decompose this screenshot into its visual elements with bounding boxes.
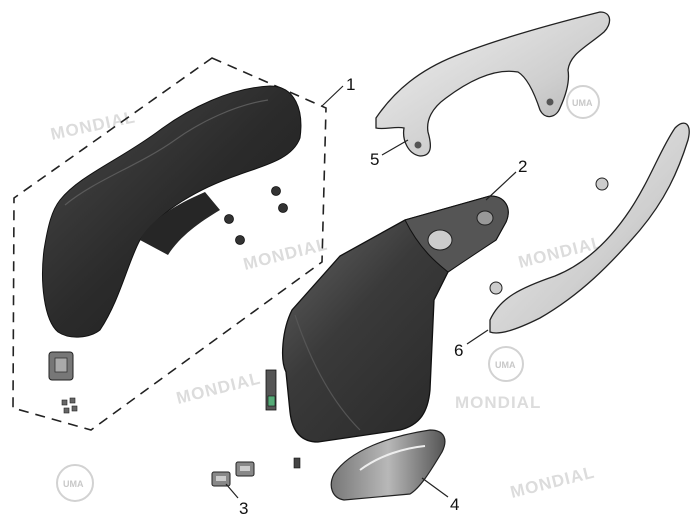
- callout-2: 2: [518, 157, 527, 176]
- storage-box-bolt: [293, 457, 301, 469]
- callout-3: 3: [239, 499, 248, 518]
- watermark-logo-3: UMA: [488, 346, 524, 382]
- grab-rail-left: [375, 11, 611, 157]
- logo-text: UMA: [495, 360, 516, 370]
- storage-box: [265, 195, 509, 469]
- callout-5: 5: [370, 150, 379, 169]
- logo-text: UMA: [63, 479, 84, 489]
- seat-assembly-boundary: [12, 57, 327, 431]
- storage-tray: [330, 429, 446, 501]
- watermark-brand-1: MONDIAL: [49, 107, 137, 144]
- watermark-brand-2: MONDIAL: [241, 235, 329, 274]
- callout-1: 1: [346, 75, 355, 94]
- watermark-brand-3: MONDIAL: [174, 369, 262, 408]
- watermark-logo-2: UMA: [566, 85, 600, 119]
- seat-screws: [61, 397, 78, 414]
- callout-6: 6: [454, 341, 463, 360]
- watermark-brand-4: MONDIAL: [455, 393, 541, 412]
- seat: [42, 85, 302, 414]
- grab-rail-right: [489, 122, 690, 334]
- logo-text: UMA: [572, 98, 593, 108]
- callout-labels: 1 2 3 4 5 6: [239, 75, 527, 518]
- seat-grommets: [224, 186, 288, 245]
- seat-latch: [48, 351, 74, 381]
- watermark-brand-5: MONDIAL: [508, 463, 596, 502]
- clips: [211, 461, 255, 487]
- callout-4: 4: [450, 495, 459, 514]
- leader-lines: [225, 85, 517, 499]
- watermark-logo-1: UMA: [56, 464, 94, 502]
